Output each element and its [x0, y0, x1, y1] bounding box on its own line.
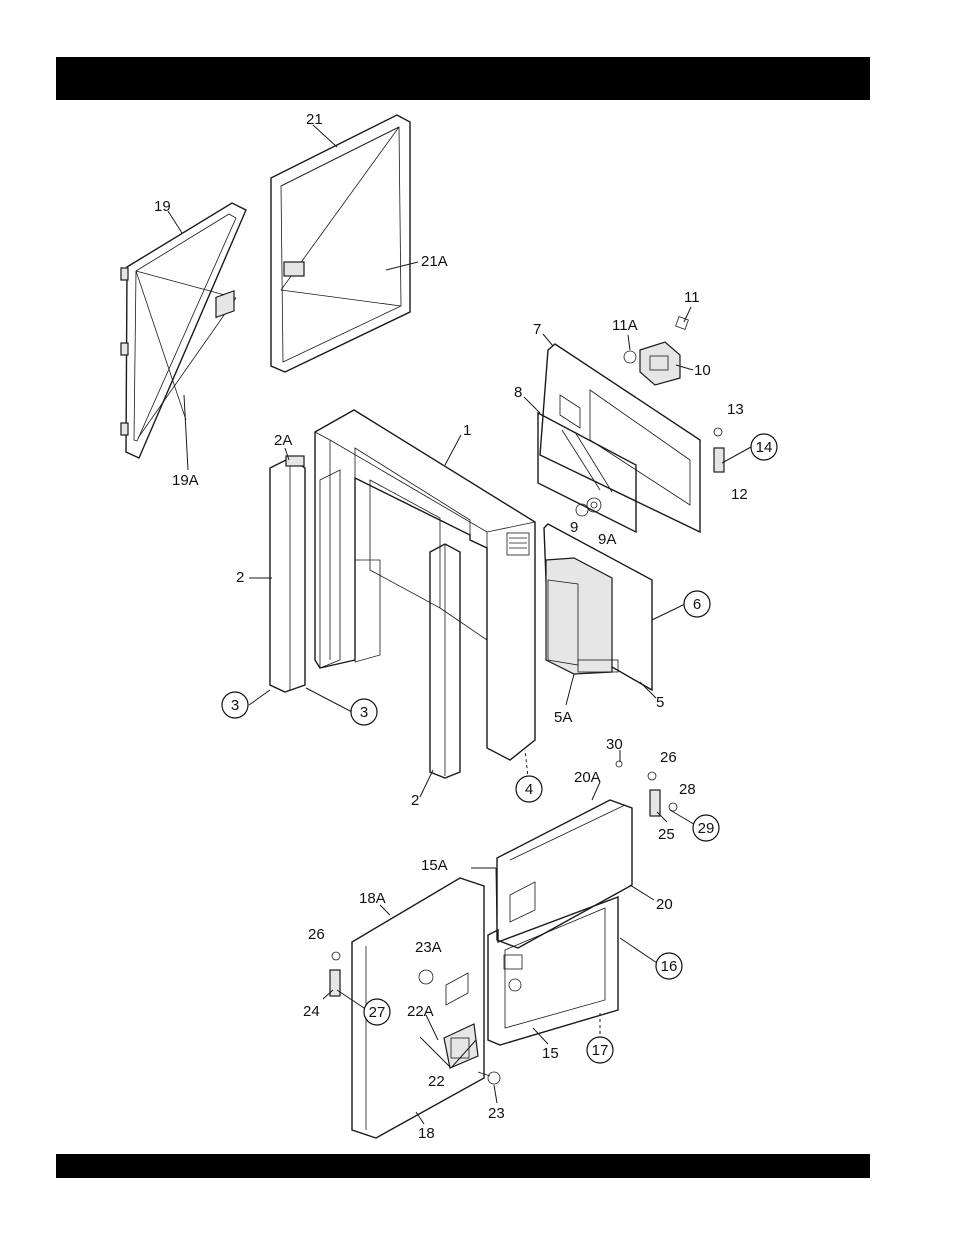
- label-15A: 15A: [421, 857, 448, 874]
- label-27: 27: [369, 1004, 386, 1021]
- label-11: 11: [684, 289, 700, 306]
- label-6: 6: [693, 596, 701, 613]
- part-8-glass-panel: [538, 413, 636, 532]
- label-1: 1: [463, 422, 471, 439]
- part-19-door-frame: [121, 203, 246, 458]
- label-19: 19: [154, 198, 171, 215]
- label-12: 12: [731, 486, 748, 503]
- part-23-screw: [478, 1072, 500, 1084]
- label-16: 16: [661, 958, 678, 975]
- label-8: 8: [514, 384, 522, 401]
- part-labels: 21 19 21A 19A 11 11A 10 7 8 13 14 12 1 2…: [154, 111, 777, 1142]
- label-18: 18: [418, 1125, 435, 1142]
- label-24: 24: [303, 1003, 320, 1020]
- part-5-backplate: [544, 524, 652, 690]
- label-14: 14: [756, 439, 773, 456]
- label-18A: 18A: [359, 890, 386, 907]
- label-20: 20: [656, 896, 673, 913]
- label-23A: 23A: [415, 939, 442, 956]
- label-13: 13: [727, 401, 744, 418]
- label-11A: 11A: [612, 317, 638, 334]
- label-26-lower: 26: [308, 926, 325, 943]
- part-20-door: [497, 800, 632, 948]
- label-22A: 22A: [407, 1003, 434, 1020]
- label-30: 30: [606, 736, 623, 753]
- label-15: 15: [542, 1045, 559, 1062]
- part-2-post-left: [270, 456, 305, 692]
- label-29: 29: [698, 820, 715, 837]
- label-17: 17: [592, 1042, 609, 1059]
- part-1-main-frame: [315, 410, 535, 760]
- label-2-center: 2: [411, 792, 419, 809]
- label-23: 23: [488, 1105, 505, 1122]
- label-2A: 2A: [274, 432, 292, 449]
- label-9A: 9A: [598, 531, 616, 548]
- label-22: 22: [428, 1073, 445, 1090]
- part-21-door-frame: [271, 115, 410, 372]
- label-5A: 5A: [554, 709, 572, 726]
- label-25: 25: [658, 826, 675, 843]
- label-7: 7: [533, 321, 541, 338]
- label-21: 21: [306, 111, 323, 128]
- label-3a: 3: [231, 697, 239, 714]
- label-28: 28: [679, 781, 696, 798]
- part-2-post-center: [430, 544, 460, 778]
- label-10: 10: [694, 362, 711, 379]
- part-30-pin: [616, 761, 622, 767]
- part-12-hinge: [714, 428, 724, 472]
- label-5: 5: [656, 694, 664, 711]
- label-19A: 19A: [172, 472, 199, 489]
- label-26-upper: 26: [660, 749, 677, 766]
- label-21A: 21A: [421, 253, 448, 270]
- label-20A: 20A: [574, 769, 601, 786]
- part-24-hinge: [330, 952, 340, 996]
- part-25-hinge: [648, 772, 677, 816]
- label-3b: 3: [360, 704, 368, 721]
- label-2-left: 2: [236, 569, 244, 586]
- label-4: 4: [525, 781, 533, 798]
- part-15-lower-frame: [488, 897, 618, 1045]
- label-9: 9: [570, 519, 578, 536]
